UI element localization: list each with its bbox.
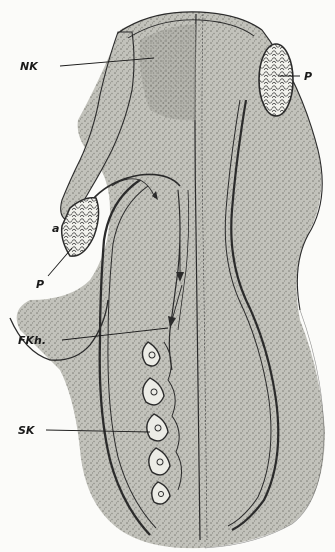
label-p-right: P xyxy=(304,70,312,83)
label-a: a xyxy=(52,222,59,235)
label-fkh: FKh. xyxy=(18,334,46,347)
label-nk: NK xyxy=(20,60,39,73)
label-p-left: P xyxy=(36,278,44,291)
leader-p-left xyxy=(48,248,72,276)
cell-cluster-right xyxy=(259,44,293,116)
label-sk: SK xyxy=(18,424,36,437)
